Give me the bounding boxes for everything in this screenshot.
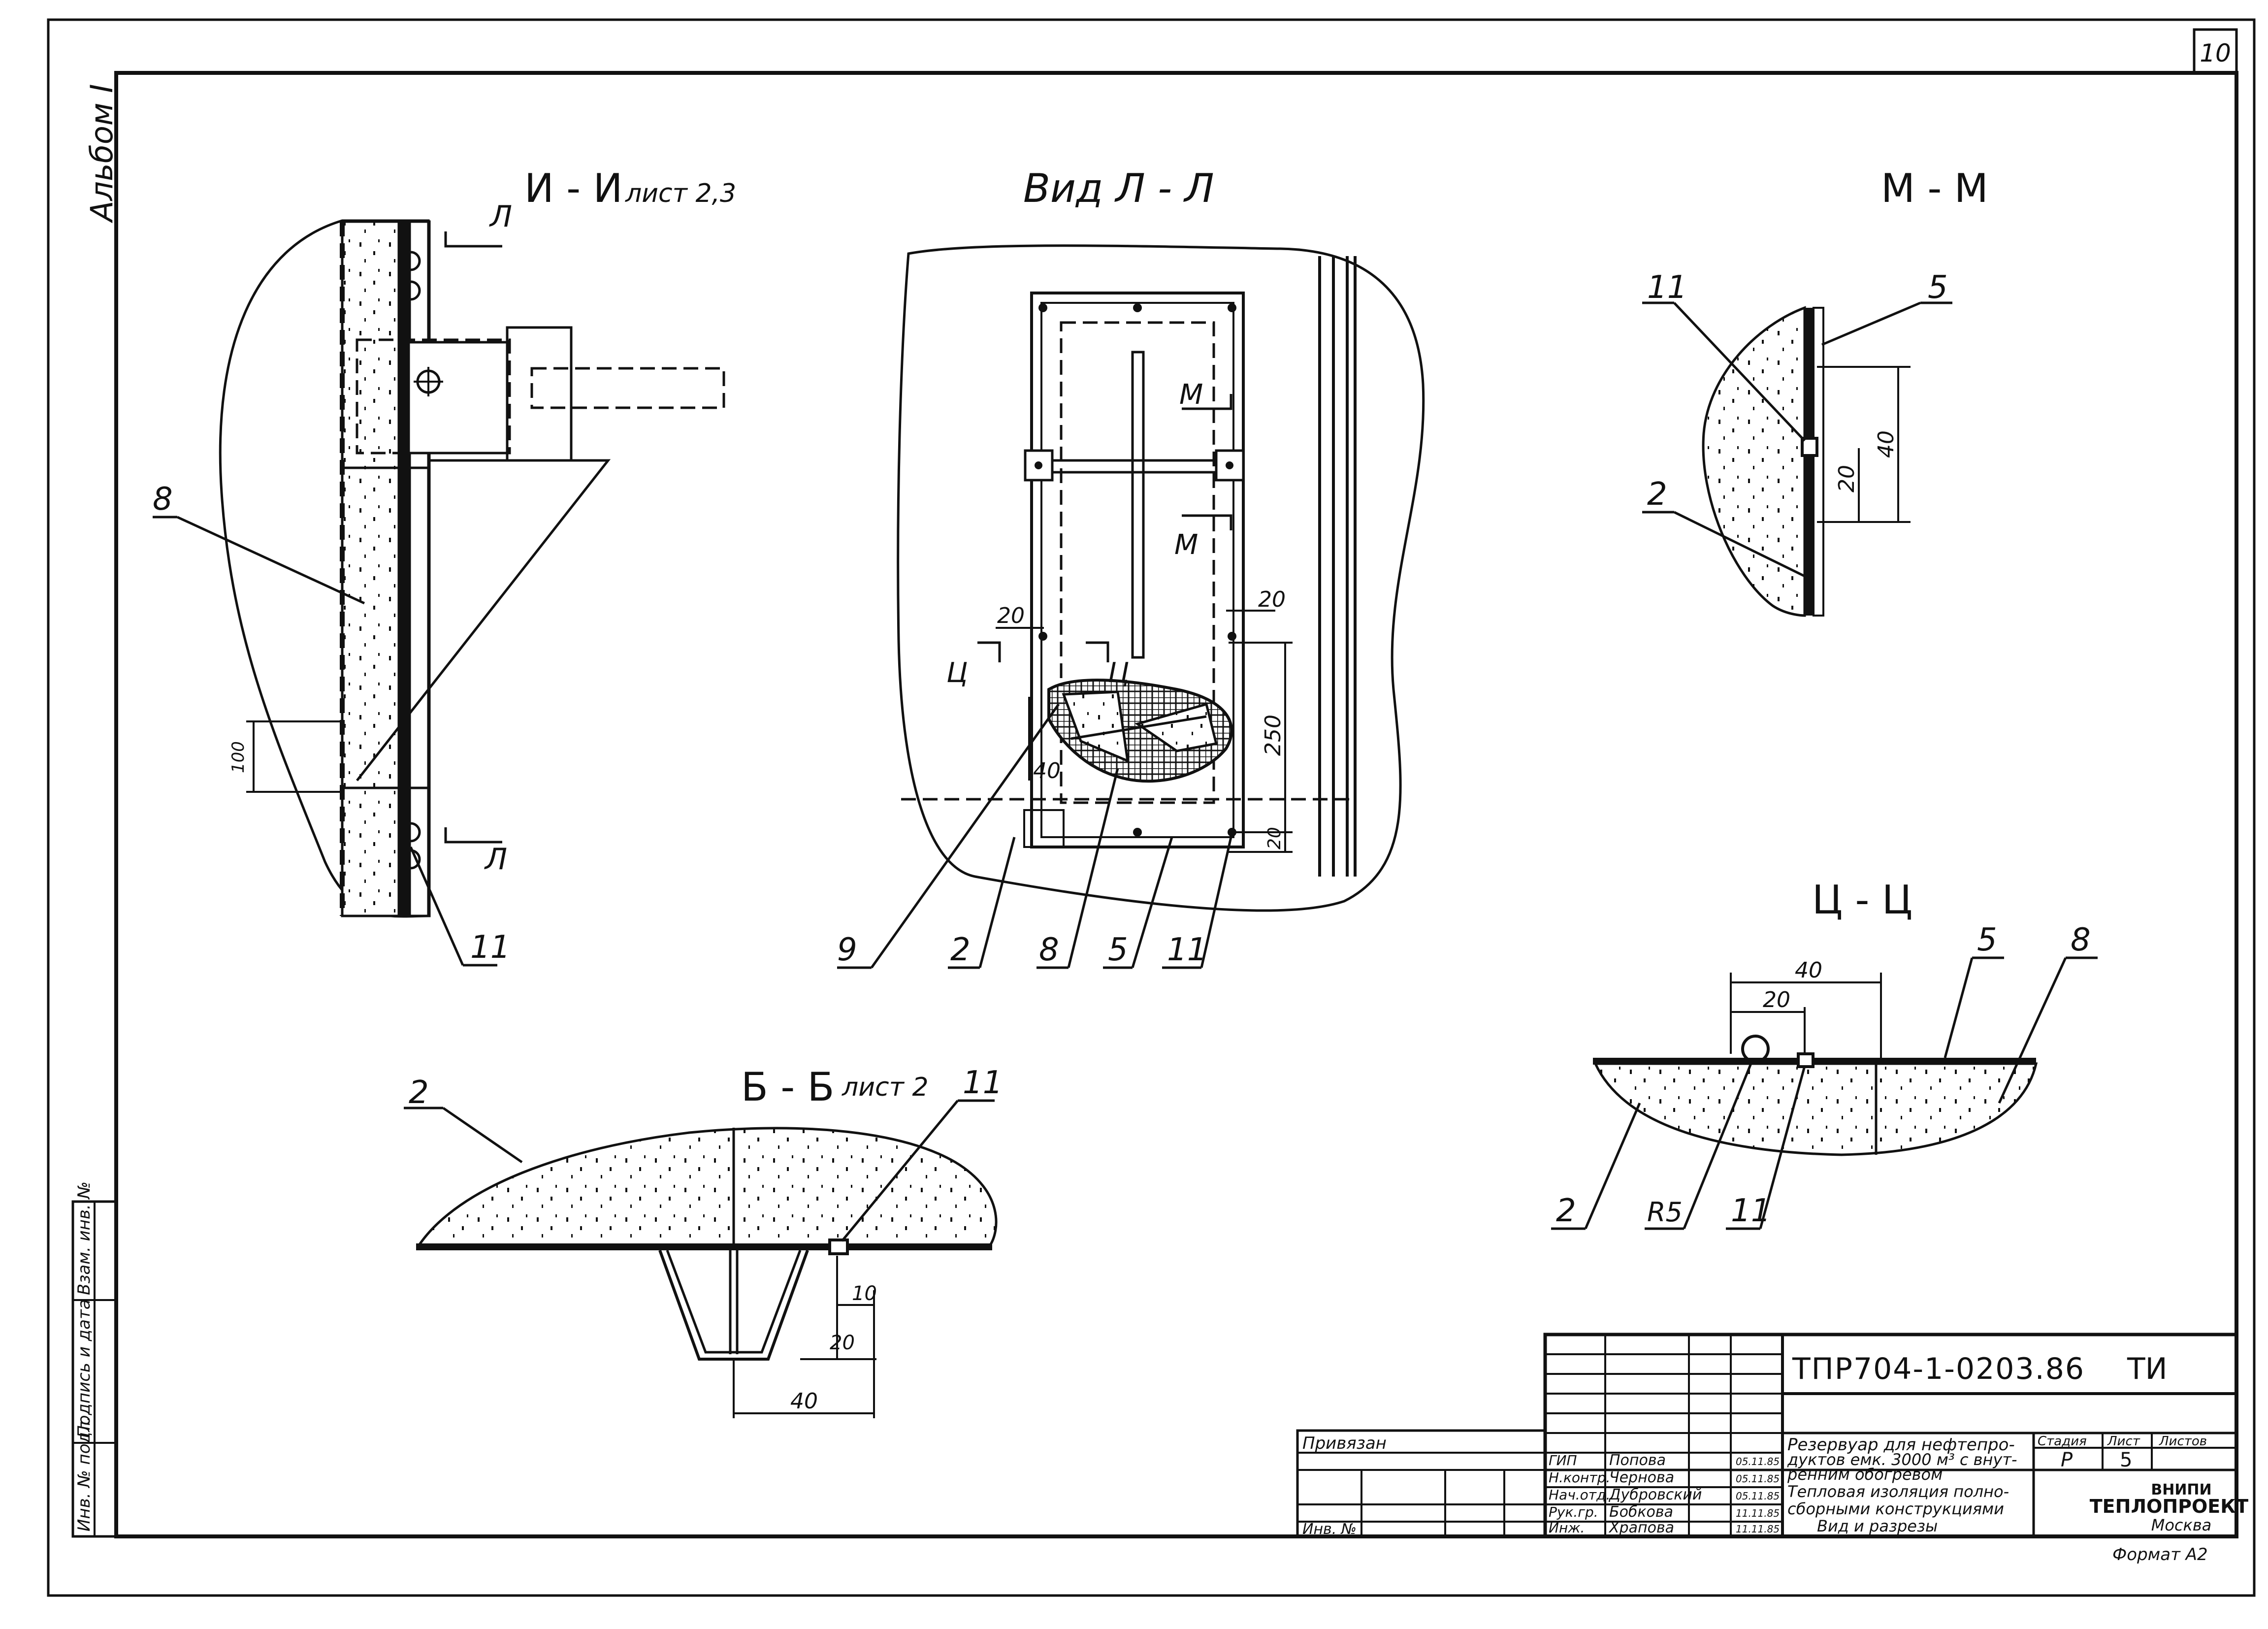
role-0: ГИП xyxy=(1549,1452,1577,1468)
sheets-label: Листов xyxy=(2159,1434,2207,1449)
doc-type: ТИ xyxy=(2127,1352,2168,1386)
desc1-line3: ренним обогревом xyxy=(1787,1465,1943,1484)
title-block: ТПР704-1-0203.86 ТИ ГИП Попова 05.11.85 … xyxy=(1296,1333,2249,1538)
bb-dim-20: 20 xyxy=(830,1332,855,1354)
desc2-line2: сборными конструкциями xyxy=(1787,1499,2004,1518)
bb-leader-2: 2 xyxy=(409,1075,429,1111)
ll-dim-40: 40 xyxy=(1033,758,1061,783)
tsts-dim-20: 20 xyxy=(1763,987,1790,1012)
view-ii-title: И - И xyxy=(524,165,622,211)
date-0: 05.11.85 xyxy=(1736,1456,1780,1467)
desc1-line1: Резервуар для нефтепро- xyxy=(1787,1435,2015,1455)
bb-dim-40: 40 xyxy=(790,1389,818,1414)
desc2-line1: Тепловая изоляция полно- xyxy=(1787,1482,2009,1501)
view-tsts: Ц - Ц 40 20 5 8 2 R5 11 xyxy=(1551,877,2098,1230)
date-3: 11.11.85 xyxy=(1736,1507,1780,1519)
stamp-replace: Взам. инв. № xyxy=(74,1181,94,1295)
tsts-leader-5: 5 xyxy=(1977,922,1997,958)
ll-dim-250: 250 xyxy=(1261,715,1286,756)
ll-leader-5: 5 xyxy=(1108,932,1128,968)
inv-label: Инв. № xyxy=(1302,1521,1357,1538)
tsts-leader-8: 8 xyxy=(2071,922,2091,958)
bb-leader-11: 11 xyxy=(963,1065,1003,1101)
desc2-line3: Вид и разрезы xyxy=(1817,1517,1938,1535)
view-bb-ref: лист 2 xyxy=(842,1073,929,1102)
stamp-signature: Подпись и дата xyxy=(74,1299,94,1438)
ll-cut-m-top: М xyxy=(1179,379,1203,411)
name-4: Храпова xyxy=(1608,1519,1674,1536)
date-2: 05.11.85 xyxy=(1736,1490,1780,1502)
org-line2: ТЕПЛОПРОЕКТ xyxy=(2090,1496,2249,1517)
stamp-inv: Инв. № подл. xyxy=(74,1416,94,1531)
view-bb: Б - Б лист 2 10 20 40 2 11 xyxy=(404,1064,1003,1418)
stage-label: Стадия xyxy=(2038,1434,2087,1449)
tsts-leader-r5: R5 xyxy=(1647,1197,1683,1228)
ll-leader-2: 2 xyxy=(950,932,971,968)
ii-leader-11: 11 xyxy=(470,929,510,966)
view-bb-title: Б - Б xyxy=(741,1064,835,1110)
mm-leader-5: 5 xyxy=(1928,269,1948,306)
ll-leader-11: 11 xyxy=(1167,932,1207,968)
ll-dim-20c: 20 xyxy=(1264,827,1285,849)
view-tsts-title: Ц - Ц xyxy=(1812,877,1912,923)
side-stamp: Инв. № подл. Подпись и дата Взам. инв. № xyxy=(71,1181,118,1538)
name-2: Дубровский xyxy=(1608,1486,1702,1503)
mm-leader-2: 2 xyxy=(1647,476,1667,513)
doc-code: ТПР704-1-0203.86 xyxy=(1792,1352,2085,1386)
ll-cut-ts-right: Ц xyxy=(1108,657,1129,689)
date-1: 05.11.85 xyxy=(1736,1473,1780,1485)
mm-dim-40: 40 xyxy=(1874,430,1899,458)
name-3: Бобкова xyxy=(1609,1503,1673,1521)
tsts-leader-2: 2 xyxy=(1556,1193,1576,1229)
ii-cut-bottom: Л xyxy=(484,842,507,877)
view-ll-title: Вид Л - Л xyxy=(1023,165,1214,211)
sheet-value: 5 xyxy=(2120,1449,2132,1471)
role-1: Н.контр. xyxy=(1549,1469,1610,1486)
org-line1: ВНИПИ xyxy=(2151,1481,2211,1499)
stage-value: Р xyxy=(2061,1449,2073,1471)
mm-leader-11: 11 xyxy=(1647,269,1687,306)
sheet-number: 10 xyxy=(2200,39,2231,67)
mm-dim-20: 20 xyxy=(1834,465,1859,492)
view-ll: Вид Л - Л М М Ц xyxy=(837,165,1425,969)
format-label: Формат А2 xyxy=(2112,1545,2208,1564)
album-label: Альбом I xyxy=(84,84,120,224)
ll-leader-8: 8 xyxy=(1039,932,1059,968)
privyazan-label: Привязан xyxy=(1302,1434,1387,1453)
sheet-label: Лист xyxy=(2107,1434,2140,1449)
ii-cut-top: Л xyxy=(489,199,512,234)
ii-leader-8: 8 xyxy=(153,481,173,518)
name-1: Чернова xyxy=(1609,1469,1674,1486)
bb-dim-10: 10 xyxy=(852,1282,877,1305)
ll-leader-9: 9 xyxy=(837,932,857,968)
view-ii: И - И лист 2,3 Л Л 100 8 xyxy=(153,165,736,967)
ii-dim-100: 100 xyxy=(228,741,248,773)
view-mm-title: М - М xyxy=(1881,165,1988,211)
view-ii-ref: лист 2,3 xyxy=(625,179,736,208)
desc1-line2: дуктов емк. 3000 м³ с внут- xyxy=(1787,1450,2017,1469)
name-0: Попова xyxy=(1609,1452,1666,1469)
ll-cut-m-bottom: М xyxy=(1174,529,1198,561)
ll-dim-20a: 20 xyxy=(997,603,1025,628)
outer-frame xyxy=(47,18,2256,1597)
role-2: Нач.отд. xyxy=(1549,1487,1610,1503)
ll-dim-20b: 20 xyxy=(1258,587,1286,612)
inner-frame xyxy=(114,71,2238,1538)
role-3: Рук.гр. xyxy=(1549,1504,1598,1520)
date-4: 11.11.85 xyxy=(1736,1523,1780,1535)
tsts-dim-40: 40 xyxy=(1795,958,1822,983)
sheet-number-box xyxy=(2193,28,2238,74)
ll-cut-ts-left: Ц xyxy=(946,657,968,689)
view-mm: М - М 40 20 11 5 2 xyxy=(1642,165,1988,617)
org-line3: Москва xyxy=(2151,1516,2212,1534)
role-4: Инж. xyxy=(1549,1520,1585,1536)
